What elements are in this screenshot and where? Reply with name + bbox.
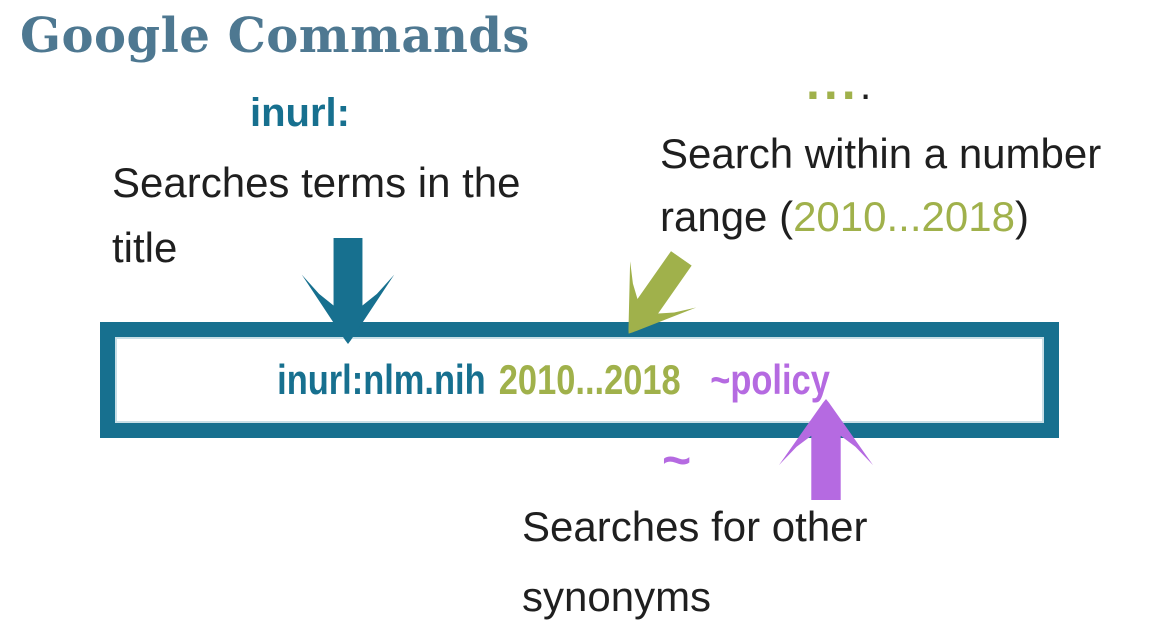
tilted-down-arrow-icon <box>594 234 716 358</box>
synonym-command-label: ~ <box>662 432 692 488</box>
synonym-description: Searches for other synonyms <box>522 492 868 632</box>
search-query-text: inurl:nlm.nih 2010...2018 ~policy <box>173 337 935 423</box>
range-line2-value: 2010...2018 <box>793 193 1015 240</box>
inurl-description-line1: Searches terms in the <box>112 159 521 206</box>
range-command-label: .... <box>806 56 871 111</box>
search-box-graphic <box>100 322 1059 438</box>
down-arrow-icon <box>298 238 398 344</box>
range-line2-prefix: range ( <box>660 193 794 240</box>
inurl-command-label: inurl: <box>250 91 350 135</box>
query-range-segment: 2010...2018 <box>498 356 681 403</box>
inurl-description: Searches terms in the title <box>112 150 521 280</box>
query-inurl-segment: inurl:nlm.nih <box>277 356 486 403</box>
page-title: Google Commands <box>20 8 530 64</box>
range-command-dots: ... <box>806 54 860 110</box>
range-command-period: . <box>859 61 872 108</box>
range-description-line1: Search within a number <box>660 130 1102 177</box>
query-synonym-segment: ~policy <box>710 356 830 403</box>
range-description: Search within a number range (2010...201… <box>660 122 1101 248</box>
range-line2-suffix: ) <box>1014 193 1029 240</box>
inurl-description-line2: title <box>112 224 178 271</box>
synonym-description-line2: synonyms <box>522 573 712 620</box>
synonym-description-line1: Searches for other <box>522 503 868 550</box>
up-arrow-icon <box>777 399 875 500</box>
range-description-line2: range (2010...2018) <box>660 185 1101 248</box>
